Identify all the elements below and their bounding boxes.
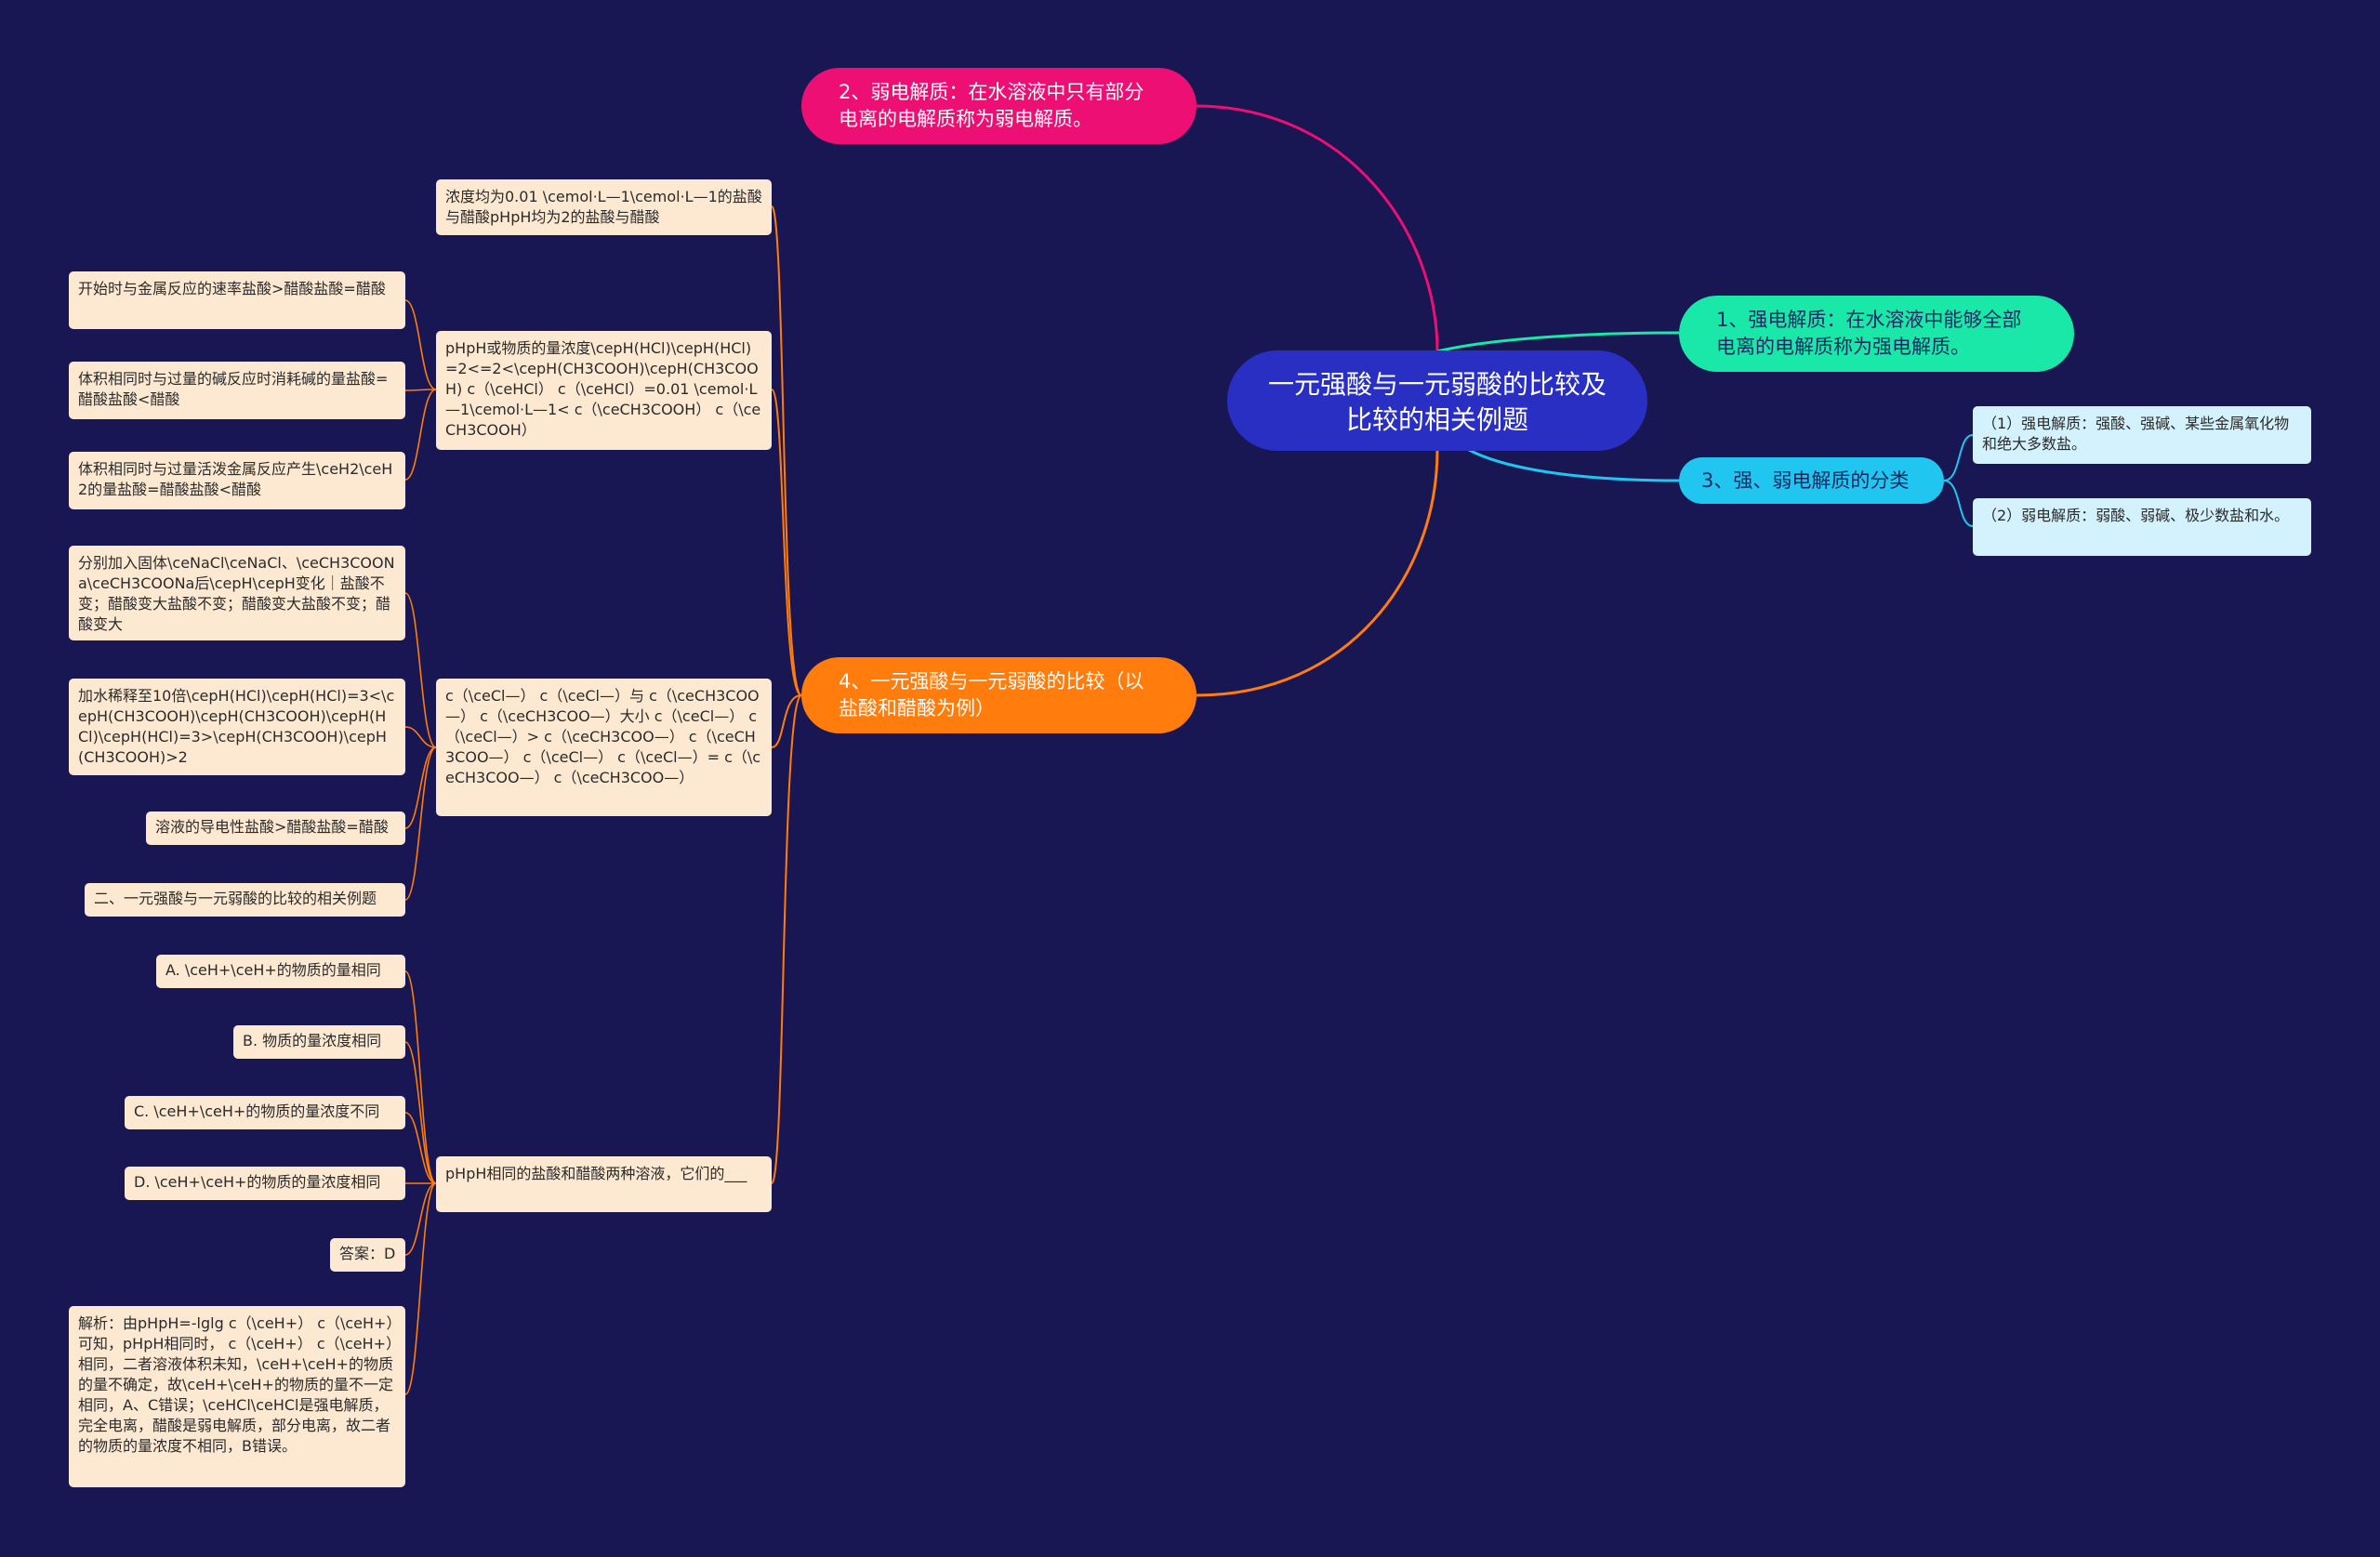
comparison-item-4[interactable]: pHpH相同的盐酸和醋酸两种溶液，它们的___ — [436, 1156, 772, 1212]
option-a[interactable]: A. \ceH+\ceH+的物质的量相同 — [156, 955, 405, 988]
link-g4-e — [404, 1182, 437, 1256]
link-g4-c — [404, 1112, 437, 1184]
link-g2-a — [404, 299, 437, 390]
leaf-metal-reaction-rate[interactable]: 开始时与金属反应的速率盐酸>醋酸盐酸=醋酸 — [69, 271, 405, 329]
link-class-2 — [1943, 480, 1974, 527]
option-b[interactable]: B. 物质的量浓度相同 — [233, 1025, 405, 1059]
link-g2-b — [404, 389, 437, 391]
comparison-item-1[interactable]: 浓度均为0.01 \cemol·L—1\cemol·L—1的盐酸与醋酸pHpH均… — [436, 179, 772, 235]
link-root-comparison — [1196, 449, 1439, 697]
comparison-item-3[interactable]: c（\ceCl—） c（\ceCl—）与 c（\ceCH3COO—） c（\ce… — [436, 679, 772, 816]
branch-weak-electrolyte-label: 2、弱电解质：在水溶液中只有部分电离的电解质称为弱电解质。 — [839, 81, 1144, 130]
link-g4-a — [404, 970, 437, 1184]
link-g3-c — [404, 746, 437, 829]
branch-comparison[interactable]: 4、一元强酸与一元弱酸的比较（以盐酸和醋酸为例） — [801, 657, 1197, 733]
classification-strong[interactable]: （1）强电解质：强酸、强碱、某些金属氧化物和绝大多数盐。 — [1973, 406, 2311, 464]
comparison-item-2[interactable]: pHpH或物质的量浓度\cepH(HCl)\cepH(HCl)=2<=2<\ce… — [436, 331, 772, 450]
link-comp-4 — [771, 694, 802, 1184]
branch-strong-electrolyte-label: 1、强电解质：在水溶液中能够全部电离的电解质称为强电解质。 — [1716, 309, 2022, 358]
link-class-1 — [1943, 434, 1974, 482]
answer-label[interactable]: 答案：D — [330, 1238, 405, 1272]
link-g4-f — [404, 1182, 437, 1395]
link-g3-a — [404, 592, 437, 748]
link-comp-2 — [771, 389, 802, 696]
link-g4-b — [404, 1041, 437, 1184]
branch-classification-label: 3、强、弱电解质的分类 — [1701, 468, 1910, 492]
branch-weak-electrolyte[interactable]: 2、弱电解质：在水溶液中只有部分电离的电解质称为弱电解质。 — [801, 68, 1197, 144]
link-g3-b — [404, 726, 437, 748]
leaf-conductivity[interactable]: 溶液的导电性盐酸>醋酸盐酸=醋酸 — [146, 811, 405, 845]
branch-strong-electrolyte[interactable]: 1、强电解质：在水溶液中能够全部电离的电解质称为强电解质。 — [1679, 296, 2074, 372]
root-topic[interactable]: 一元强酸与一元弱酸的比较及比较的相关例题 — [1227, 350, 1647, 451]
link-root-weak — [1196, 104, 1439, 352]
branch-classification[interactable]: 3、强、弱电解质的分类 — [1679, 457, 1944, 504]
leaf-example-heading[interactable]: 二、一元强酸与一元弱酸的比较的相关例题 — [85, 883, 405, 917]
link-root-classification — [1468, 448, 1680, 482]
leaf-dilution[interactable]: 加水稀释至10倍\cepH(HCl)\cepH(HCl)=3<\cepH(CH3… — [69, 679, 405, 775]
link-comp-1 — [771, 205, 802, 696]
link-root-strong — [1436, 331, 1680, 353]
link-g2-c — [404, 389, 437, 481]
leaf-hydrogen-amount[interactable]: 体积相同时与过量活泼金属反应产生\ceH2\ceH2的量盐酸=醋酸盐酸<醋酸 — [69, 452, 405, 509]
link-comp-3 — [771, 694, 802, 748]
branch-comparison-label: 4、一元强酸与一元弱酸的比较（以盐酸和醋酸为例） — [839, 670, 1144, 719]
leaf-add-solid[interactable]: 分别加入固体\ceNaCl\ceNaCl、\ceCH3COONa\ceCH3CO… — [69, 546, 405, 640]
option-d[interactable]: D. \ceH+\ceH+的物质的量浓度相同 — [125, 1167, 405, 1200]
option-c[interactable]: C. \ceH+\ceH+的物质的量浓度不同 — [125, 1096, 405, 1129]
leaf-base-consumption[interactable]: 体积相同时与过量的碱反应时消耗碱的量盐酸=醋酸盐酸<醋酸 — [69, 362, 405, 419]
explanation[interactable]: 解析：由pHpH=-lglg c（\ceH+） c（\ceH+）可知，pHpH相… — [69, 1306, 405, 1487]
link-g3-d — [404, 746, 437, 901]
classification-weak[interactable]: （2）弱电解质：弱酸、弱碱、极少数盐和水。 — [1973, 498, 2311, 556]
